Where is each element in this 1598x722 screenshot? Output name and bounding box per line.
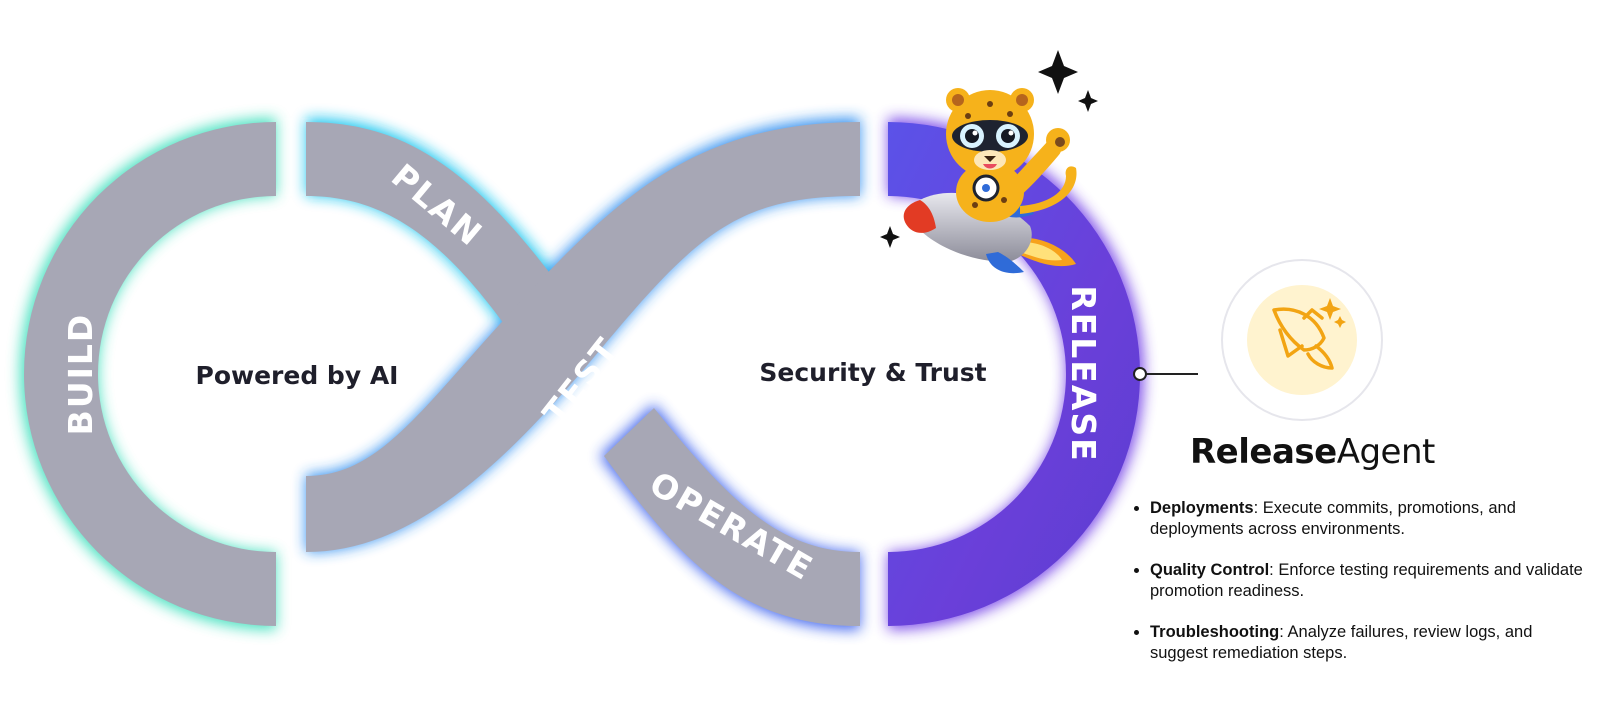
capability-title: Quality Control (1150, 561, 1270, 579)
sparkle-icon (880, 226, 900, 248)
capability-text: : Analyze failures, review logs, and sug… (1150, 623, 1533, 662)
release-segment (888, 122, 1140, 626)
agent-name-bold: Release (1190, 432, 1337, 472)
list-item: Troubleshooting: Analyze failures, revie… (1150, 622, 1590, 664)
sparkle-icon (1078, 90, 1098, 112)
agent-name-light: Agent (1336, 432, 1436, 472)
sparkle-icon (1334, 316, 1346, 328)
test-segment (306, 122, 860, 552)
capability-text: : Enforce testing requirements and valid… (1150, 561, 1583, 600)
release-agent-title: ReleaseAgent (1190, 432, 1435, 472)
powered-by-ai-label: Powered by AI (196, 361, 399, 390)
rocket-icon (1272, 307, 1334, 370)
operate-segment (604, 408, 860, 626)
plan-segment (306, 122, 564, 338)
connector-line (1133, 367, 1198, 381)
capability-list: Deployments: Execute commits, promotions… (1132, 498, 1590, 684)
build-segment (24, 122, 276, 626)
sparkle-icon (1038, 50, 1078, 94)
capability-title: Troubleshooting (1150, 623, 1280, 641)
sparkle-icon (1319, 298, 1341, 320)
build-label: BUILD (61, 313, 100, 436)
release-agent-badge (1221, 259, 1383, 421)
capability-text: : Execute commits, promotions, and deplo… (1150, 499, 1516, 538)
list-item: Quality Control: Enforce testing require… (1150, 560, 1590, 602)
capability-title: Deployments (1150, 499, 1254, 517)
security-trust-label: Security & Trust (759, 358, 986, 387)
release-label: RELEASE (1064, 285, 1103, 462)
cheetah-mascot-rocket-illustration (903, 88, 1077, 274)
list-item: Deployments: Execute commits, promotions… (1150, 498, 1590, 540)
